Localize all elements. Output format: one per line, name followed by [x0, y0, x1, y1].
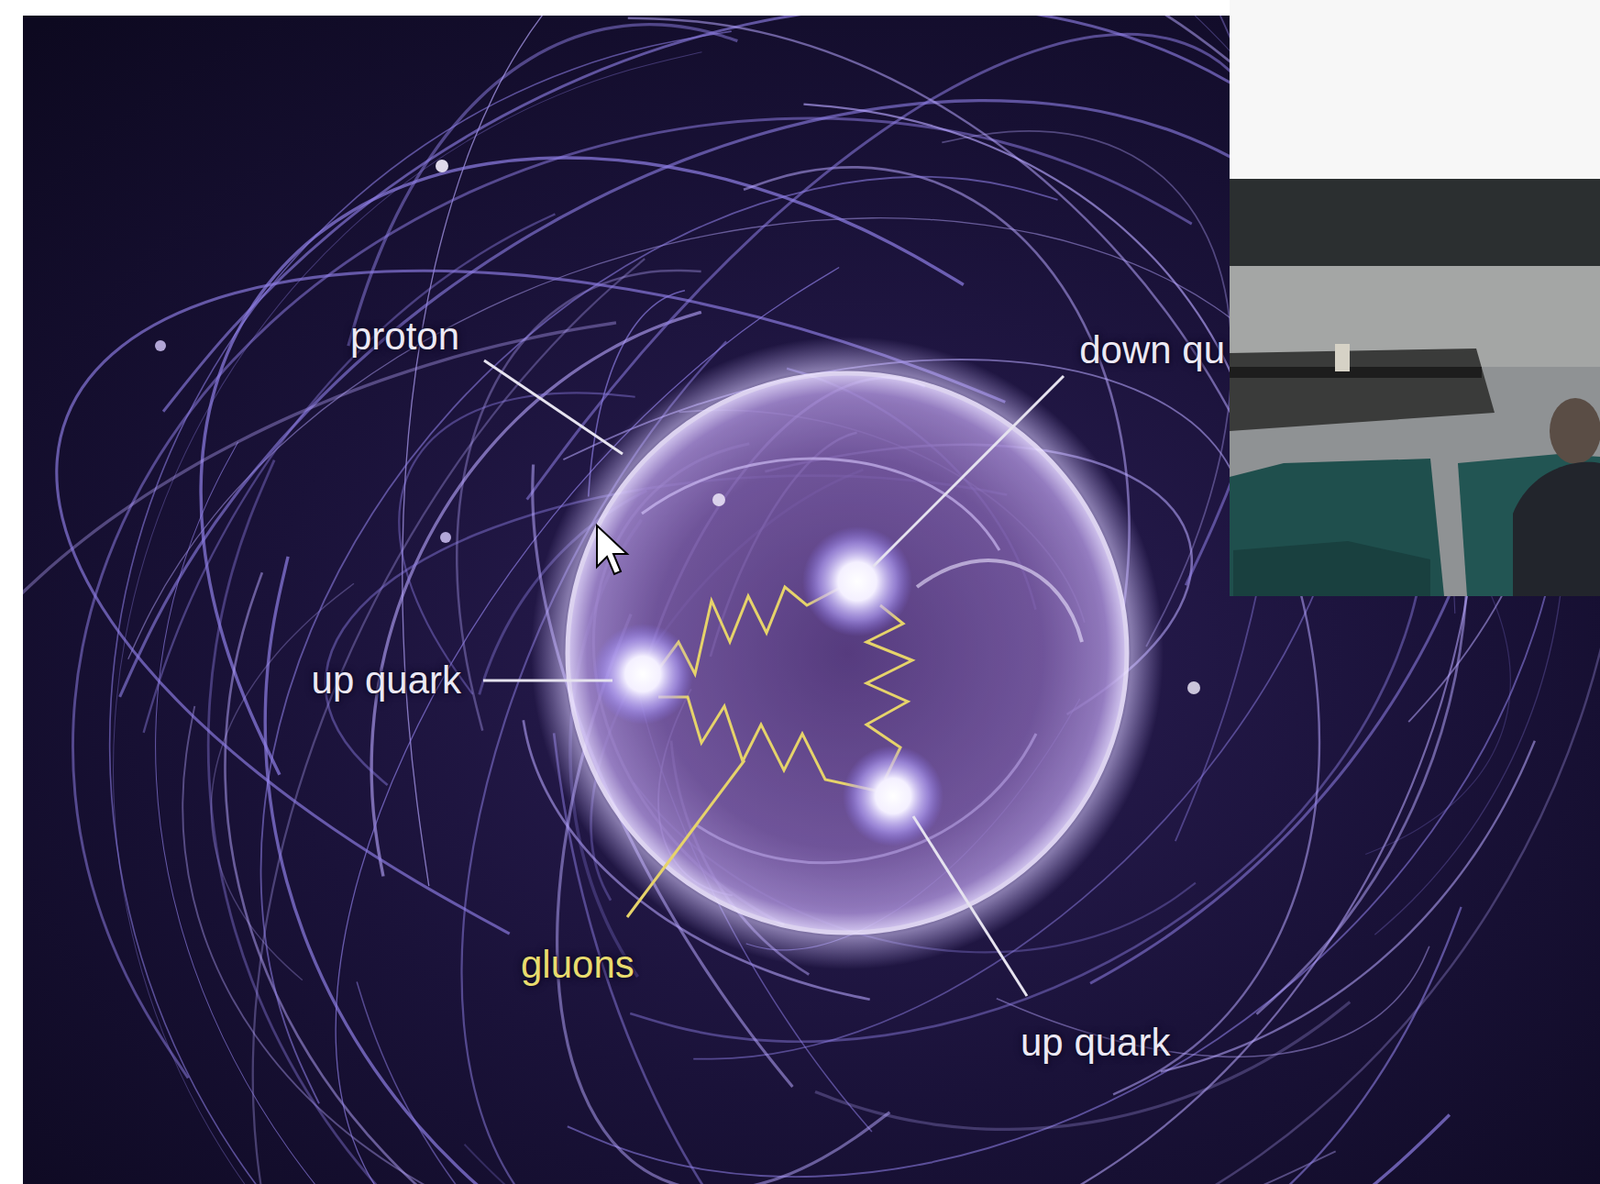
sparkle [1187, 681, 1201, 695]
sparkle [435, 159, 449, 173]
seat-row [1229, 458, 1445, 596]
part-label: up quark [311, 659, 462, 702]
lecture-room [1229, 178, 1600, 596]
part-label: down qu [1079, 329, 1225, 372]
swirl-line [888, 906, 1462, 1184]
up-quark-glow [592, 623, 694, 725]
sparkle [712, 493, 726, 507]
mouse-cursor [596, 525, 628, 574]
up-quark-glow [842, 745, 944, 847]
sparkle [154, 340, 166, 352]
proton-halo [530, 336, 1164, 970]
swirl-line [464, 1144, 1485, 1184]
proton-sphere [567, 373, 1127, 933]
cup [1335, 343, 1350, 372]
inner-swirl [641, 458, 1000, 551]
viewer-head [1549, 397, 1600, 464]
lecture-desk [1229, 348, 1495, 431]
desk-top [1229, 366, 1482, 378]
swirl-line [815, 1002, 1350, 1130]
swirl-line [1160, 740, 1535, 1072]
room-wall-band [1229, 178, 1600, 266]
swirl-line [1365, 593, 1511, 854]
viewer-body [1512, 462, 1600, 596]
leader-lines [483, 360, 1064, 996]
blank-panel [1229, 0, 1600, 179]
seat-row [1457, 453, 1600, 596]
sparkle [440, 531, 452, 543]
gluon-label: gluons [520, 943, 635, 986]
inner-swirl [916, 560, 1082, 642]
part-label: up quark [1020, 1021, 1170, 1064]
seat-row [1233, 540, 1431, 596]
space-ground [22, 15, 1600, 1184]
part-label: proton [350, 315, 460, 358]
camera-inset [1229, 0, 1600, 596]
